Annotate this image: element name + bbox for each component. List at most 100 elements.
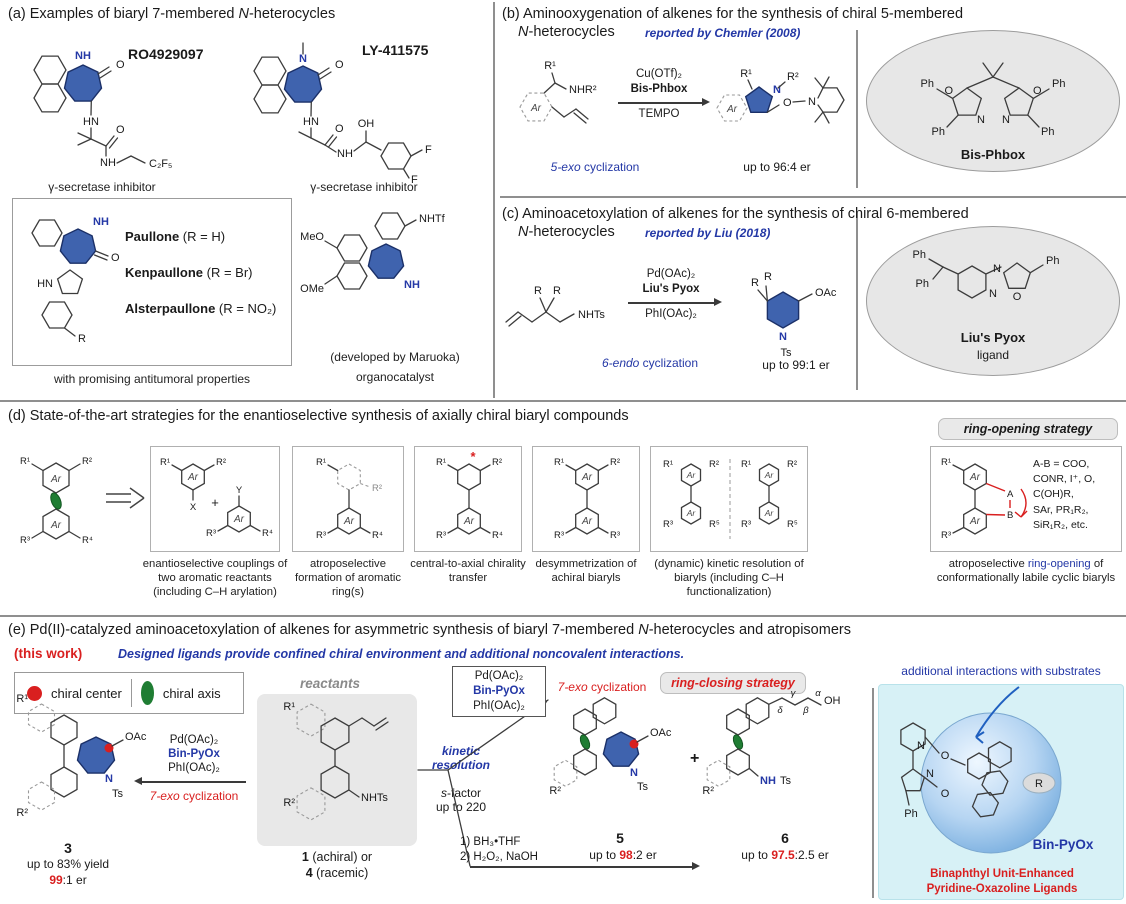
sfactor-label-2: up to 220 — [435, 800, 487, 814]
d-box1-plus: + — [211, 495, 219, 510]
chiral-axis-ellipse — [579, 734, 591, 750]
d-caption-6: atroposelective ring-opening of conforma… — [936, 558, 1116, 584]
product6-oh-label: OH — [824, 695, 841, 707]
d-box3-ar: Ar — [463, 516, 475, 527]
c-reactant-r2-label: R — [553, 285, 561, 297]
ro-o2-label: O — [116, 124, 125, 136]
d-target-r2: R² — [82, 456, 92, 467]
e-top-conditions-box: Pd(OAc)₂ Bin-PyOx PhI(OAc)₂ — [452, 666, 546, 717]
liupyox-name: Liu's Pyox — [961, 330, 1026, 345]
ro-caption: γ-secretase inhibitor — [48, 180, 156, 194]
ro-nh2-label: NH — [100, 157, 116, 169]
d-box1-r4: R⁴ — [262, 528, 273, 539]
e-top-cyclization: 7-exo cyclization — [557, 680, 647, 694]
bottom-condition-2: 2) H₂O₂, NaOH — [460, 851, 538, 863]
paullone-structure: NH O HN R — [31, 216, 120, 345]
product5-id: 5 — [616, 830, 624, 846]
c-cyclization-label: 6-endo cyclization — [601, 356, 699, 370]
ly-f2-label: F — [411, 174, 418, 184]
tagline: Designed ligands provide confined chiral… — [118, 647, 685, 661]
c-product-oac-label: OAc — [815, 287, 837, 299]
b-result: up to 96:4 er — [743, 160, 811, 174]
product5-structure: R² OAc N Ts — [549, 697, 672, 797]
divider-c-ligand — [856, 212, 858, 390]
d-box5-r2b: R² — [787, 459, 797, 470]
bisphbox-n1-label: N — [977, 114, 985, 126]
product3-r1-label: R¹ — [16, 693, 28, 705]
d-target-ar2: Ar — [50, 520, 62, 531]
d-box1-structure: Ar R¹ R² X + Ar Y R³ R⁴ — [160, 457, 273, 539]
d-box6-r1: R¹ — [941, 457, 951, 468]
product6-beta-label: β — [802, 705, 809, 716]
c-reactant-r1-label: R — [534, 285, 542, 297]
d-box6-ar2: Ar — [969, 516, 981, 527]
divider-b-c — [500, 196, 1126, 198]
chiral-pocket-sphere — [920, 712, 1062, 854]
binpyox-o1-label: O — [941, 750, 950, 762]
b-reactant-nhr2-label: NHR² — [569, 84, 597, 96]
liupyox-n1-label: N — [989, 288, 997, 300]
d-box5-r5a: R⁵ — [709, 519, 720, 530]
bisphbox-structure: O N O N Ph Ph Ph Ph Bis-Phbox — [921, 62, 1065, 162]
product6-nh-label: NH — [760, 775, 776, 787]
product5-ts-label: Ts — [637, 781, 649, 793]
bisphbox-oval: O N O N Ph Ph Ph Ph Bis-Phbox — [866, 30, 1120, 172]
panel-d-title: (d) State-of-the-art strategies for the … — [8, 408, 629, 424]
e-top-condition-2: Bin-PyOx — [473, 684, 525, 697]
d-box5-structure: Ar Ar R¹ R² R³ R⁵ Ar Ar R¹ R² R³ R⁵ — [663, 459, 798, 539]
d-caption-5: (dynamic) kinetic resolution of biaryls … — [654, 558, 804, 598]
bisphbox-ph3-label: Ph — [1052, 78, 1065, 90]
ly-caption: γ-secretase inhibitor — [310, 180, 418, 194]
ring-closing-strategy-tag: ring-closing strategy — [660, 672, 806, 694]
substrate-nhts-label: NHTs — [361, 792, 388, 804]
c-condition-1: Pd(OAc)₂ — [646, 268, 696, 280]
d-box4-r2: R² — [610, 457, 620, 468]
paullone-caption: with promising antitumoral properties — [53, 372, 251, 386]
b-product-ar-label: Ar — [726, 104, 738, 115]
d-box-chirality-transfer: * R¹ R² Ar R³ R⁴ — [414, 446, 522, 552]
b-product-n2-label: N — [808, 96, 816, 108]
c-result: up to 99:1 er — [762, 358, 830, 372]
product6-r2-label: R² — [702, 785, 714, 797]
substrate-id-4: 4 (racemic) — [305, 866, 369, 880]
d-caption-2: atroposelective formation of aromatic ri… — [294, 558, 402, 598]
d-box5-ar2: Ar — [686, 508, 697, 518]
b-reactant-r1-label: R¹ — [544, 60, 556, 72]
d-target-r4: R⁴ — [82, 535, 93, 546]
d-box5-r3b: R³ — [741, 519, 751, 530]
kinetic-label-2: resolution — [431, 758, 490, 772]
d-box1-x: X — [190, 502, 197, 513]
d-box6-a: A — [1007, 489, 1014, 500]
substrate-id-1: 1 (achiral) or — [301, 850, 373, 864]
d-box2-r4: R⁴ — [372, 530, 383, 541]
d-box4-ar1: Ar — [581, 472, 593, 483]
d-box-ring-formation: R² R¹ Ar R³ R⁴ — [292, 446, 404, 552]
c-condition-3: PhI(OAc)₂ — [645, 308, 697, 320]
product6-ts-label: Ts — [780, 775, 792, 787]
product6-structure: OH δ γ β α R² NH Ts — [702, 688, 841, 797]
product6-delta-label: δ — [777, 705, 783, 716]
paullone-entry-3: Alsterpaullone (R = NO₂) — [125, 301, 277, 316]
d-box1-ar1: Ar — [187, 472, 199, 483]
d-box1-r3: R³ — [206, 528, 216, 539]
d-box5-r2a: R² — [709, 459, 719, 470]
d-box2-r2: R² — [372, 483, 382, 494]
product3-r2-label: R² — [16, 807, 28, 819]
d-box4-r3a: R³ — [554, 530, 564, 541]
bottom-arrow — [470, 862, 700, 870]
binpyox-name: Bin-PyOx — [1033, 837, 1094, 852]
divider-top-e — [0, 615, 1126, 617]
paullone-entry-1: Paullone (R = H) — [125, 229, 226, 244]
d-caption-4: desymmetrization of achiral biaryls — [535, 558, 637, 584]
bisphbox-o1-label: O — [944, 85, 953, 97]
ro-nh-label: NH — [75, 50, 91, 62]
retrosynthesis-arrow — [106, 487, 145, 509]
panel-b-title-line2: N-heterocycles — [518, 24, 615, 40]
binpyox-desc-1: Binaphthyl Unit-Enhanced — [930, 868, 1074, 880]
divider-a-bc — [493, 2, 495, 398]
ly411575-name: LY-411575 — [362, 42, 429, 58]
legend-separator — [130, 679, 132, 707]
d-box4-r1: R¹ — [554, 457, 564, 468]
sfactor-label-1: s-factor — [440, 786, 481, 800]
